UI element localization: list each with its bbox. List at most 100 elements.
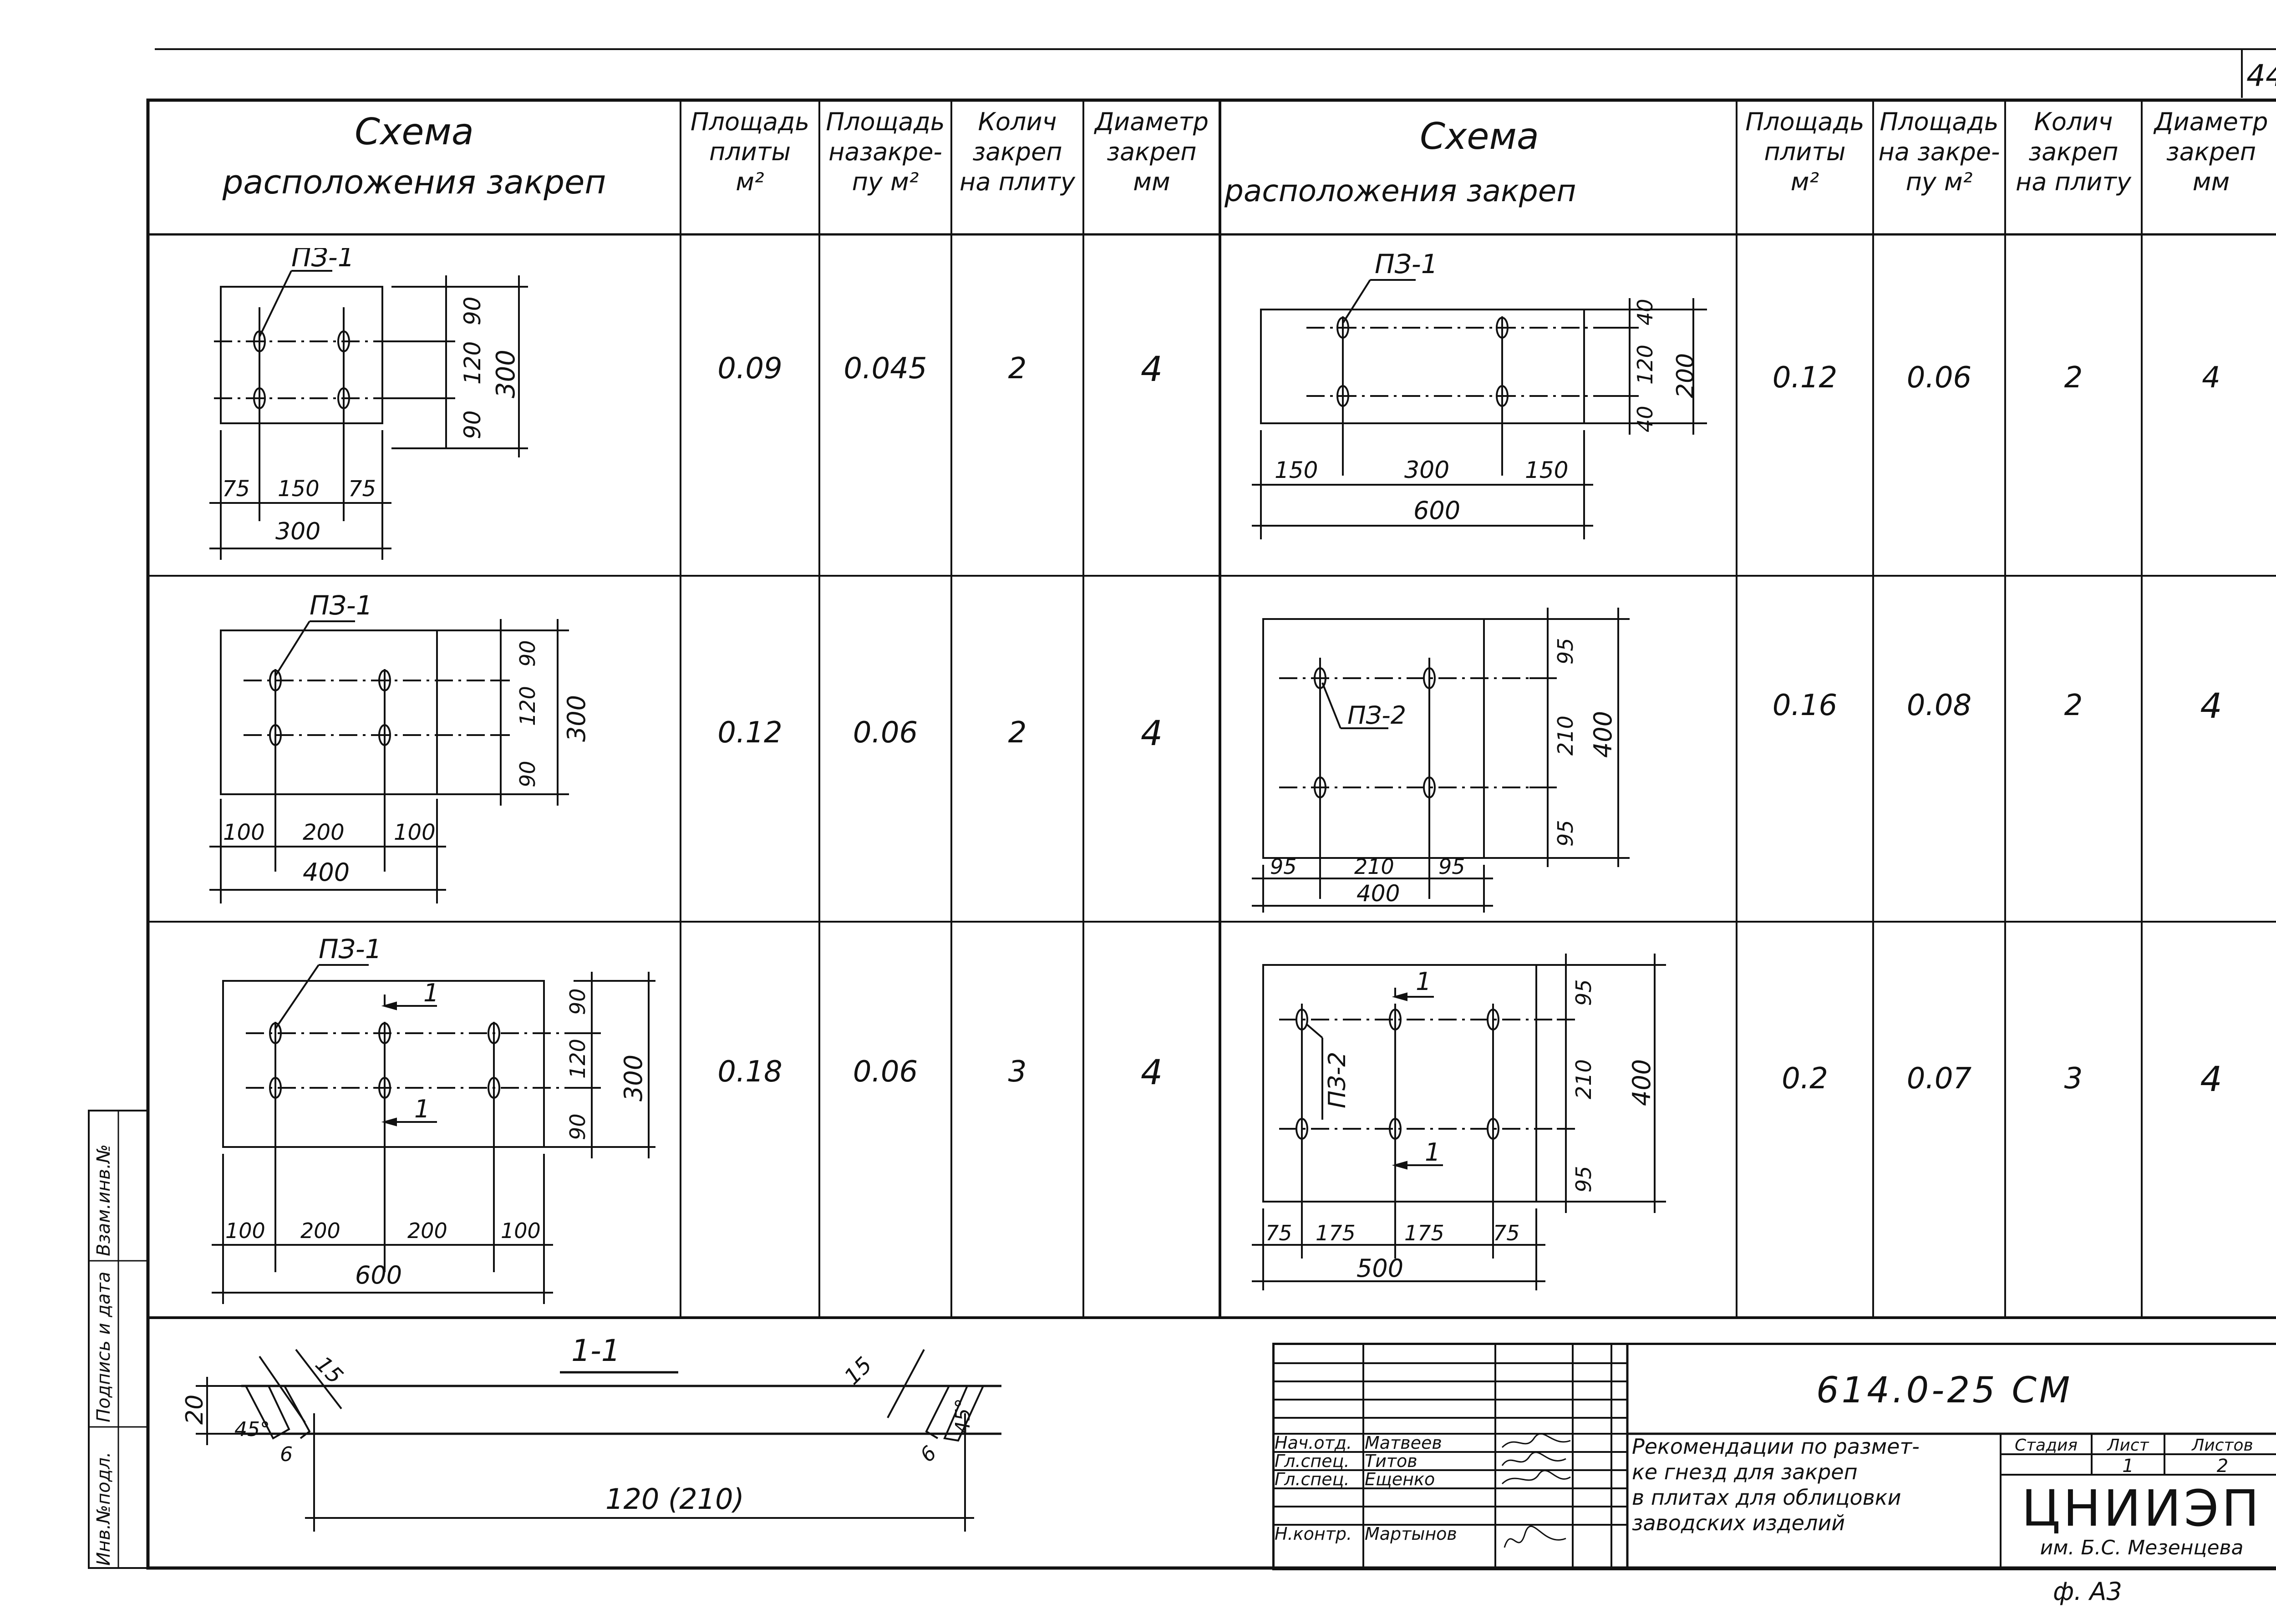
name-2: Титов <box>1365 1451 1417 1471</box>
org-name: ЦНИИЭП <box>2021 1479 2262 1538</box>
svg-text:6: 6 <box>916 1441 941 1467</box>
svg-text:120 (210): 120 (210) <box>605 1482 744 1516</box>
col-area-plate-3: м² <box>736 167 764 196</box>
scheme-title-left: Схема <box>355 111 474 153</box>
svg-text:ПЗ-2: ПЗ-2 <box>1347 701 1406 730</box>
col-area-per-1: Площадь <box>826 107 945 136</box>
scheme-3: ПЗ-1 90 120 90 300 100 200 100 400 <box>209 590 591 903</box>
side-stamp-2: Подпись и дата <box>93 1271 114 1422</box>
col-diam-r-2: закреп <box>2166 137 2256 166</box>
org-sub: им. Б.С. Мезенцева <box>2040 1536 2244 1559</box>
col-diam-2: закреп <box>1107 137 1197 166</box>
desc-4: заводских изделий <box>1632 1511 1845 1535</box>
svg-text:300: 300 <box>562 695 591 742</box>
svg-text:500: 500 <box>1356 1254 1403 1283</box>
col-count-1: Колич <box>978 107 1057 136</box>
col-diam-r-1: Диаметр <box>2154 107 2268 136</box>
svg-text:600: 600 <box>1413 496 1460 525</box>
desc-2: ке гнезд для закреп <box>1632 1460 1858 1484</box>
sheet-label: Лист <box>2107 1436 2149 1455</box>
svg-text:210: 210 <box>1354 854 1394 879</box>
name-3: Ещенко <box>1365 1469 1435 1489</box>
col-count-r-3: на плиту <box>2016 167 2131 196</box>
svg-text:95: 95 <box>1553 638 1578 665</box>
svg-text:45°: 45° <box>234 1418 270 1441</box>
svg-text:95: 95 <box>1270 854 1297 879</box>
svg-text:45°: 45° <box>951 1398 975 1434</box>
svg-text:210: 210 <box>1571 1059 1596 1099</box>
role-4: Н.контр. <box>1275 1524 1352 1544</box>
sheets-value: 2 <box>2216 1456 2229 1477</box>
scheme-title-right: Схема <box>1420 115 1539 157</box>
row3-area-r: 0.2 <box>1782 1062 1828 1096</box>
svg-text:100: 100 <box>223 820 265 845</box>
row2-diam: 4 <box>1140 712 1163 753</box>
row2-per: 0.06 <box>853 716 918 750</box>
name-4: Мартынов <box>1365 1524 1457 1544</box>
row3-diam-r: 4 <box>2200 1058 2222 1099</box>
col-area-per-3: пу м² <box>852 167 919 196</box>
scheme-subtitle-left: расположения закреп <box>222 163 606 201</box>
col-diam-3: мм <box>1133 167 1170 196</box>
row1-diam: 4 <box>1140 348 1163 389</box>
row1-area-r: 0.12 <box>1772 361 1838 395</box>
row3-per: 0.06 <box>853 1055 918 1089</box>
row1-per: 0.045 <box>843 352 927 386</box>
signatures <box>1501 1434 1571 1548</box>
sheet-value: 1 <box>2122 1456 2134 1477</box>
row2-area-r: 0.16 <box>1772 689 1838 722</box>
svg-text:90: 90 <box>515 761 540 787</box>
sheets-label: Листов <box>2192 1436 2253 1455</box>
svg-text:100: 100 <box>394 820 436 845</box>
svg-text:95: 95 <box>1553 820 1578 847</box>
col-area-plate-r-3: м² <box>1790 167 1819 196</box>
svg-text:300: 300 <box>491 350 521 398</box>
row1-count-r: 2 <box>2064 361 2083 395</box>
svg-text:400: 400 <box>1589 711 1617 758</box>
name-1: Матвеев <box>1365 1433 1442 1453</box>
row3-count: 3 <box>1008 1055 1027 1089</box>
svg-text:15: 15 <box>839 1352 877 1390</box>
svg-text:150: 150 <box>1525 457 1568 483</box>
col-diam-1: Диаметр <box>1094 107 1209 136</box>
svg-text:200: 200 <box>1672 353 1699 398</box>
section-1-1: 1-1 15 15 45° 45° 6 6 20 120 (210) <box>181 1333 1001 1532</box>
col-area-plate-1: Площадь <box>690 107 810 136</box>
svg-text:95: 95 <box>1571 1166 1596 1193</box>
row2-diam-r: 4 <box>2200 685 2222 726</box>
col-count-r-1: Колич <box>2034 107 2113 136</box>
svg-text:200: 200 <box>300 1218 340 1243</box>
svg-text:75: 75 <box>1265 1221 1292 1245</box>
svg-text:95: 95 <box>1438 854 1465 879</box>
svg-text:90: 90 <box>515 640 540 667</box>
scheme-2: ПЗ-1 40 120 40 200 150 300 150 600 <box>1252 249 1707 539</box>
svg-text:150: 150 <box>1275 457 1318 483</box>
scheme-1: ПЗ-1 90 120 90 300 75 150 75 300 <box>209 248 528 560</box>
svg-text:210: 210 <box>1553 716 1578 756</box>
svg-text:200: 200 <box>303 820 345 845</box>
row2-count: 2 <box>1008 716 1027 750</box>
col-area-plate-r-2: плиты <box>1764 137 1846 166</box>
col-count-r-2: закреп <box>2028 137 2119 166</box>
svg-text:1: 1 <box>1416 967 1431 996</box>
col-area-per-2: назакре- <box>828 137 942 166</box>
svg-text:120: 120 <box>565 1039 590 1079</box>
svg-text:300: 300 <box>275 518 320 545</box>
doc-code: 614.0-25 СМ <box>1816 1370 2073 1411</box>
svg-text:300: 300 <box>619 1055 648 1101</box>
svg-text:1: 1 <box>423 979 439 1007</box>
role-3: Гл.спец. <box>1275 1469 1350 1489</box>
side-stamp-1: Инв.№подл. <box>93 1451 114 1566</box>
svg-text:90: 90 <box>459 410 486 439</box>
svg-text:1: 1 <box>1425 1138 1440 1167</box>
side-stamp-3: Взам.инв.№ <box>93 1144 114 1256</box>
desc-1: Рекомендации по размет- <box>1632 1434 1920 1459</box>
row2-count-r: 2 <box>2064 689 2083 722</box>
row1-area: 0.09 <box>717 352 782 386</box>
col-area-per-r-1: Площадь <box>1880 107 1999 136</box>
svg-text:400: 400 <box>303 858 350 887</box>
col-diam-r-3: мм <box>2192 167 2230 196</box>
svg-text:400: 400 <box>1627 1059 1656 1106</box>
svg-text:75: 75 <box>348 476 376 502</box>
